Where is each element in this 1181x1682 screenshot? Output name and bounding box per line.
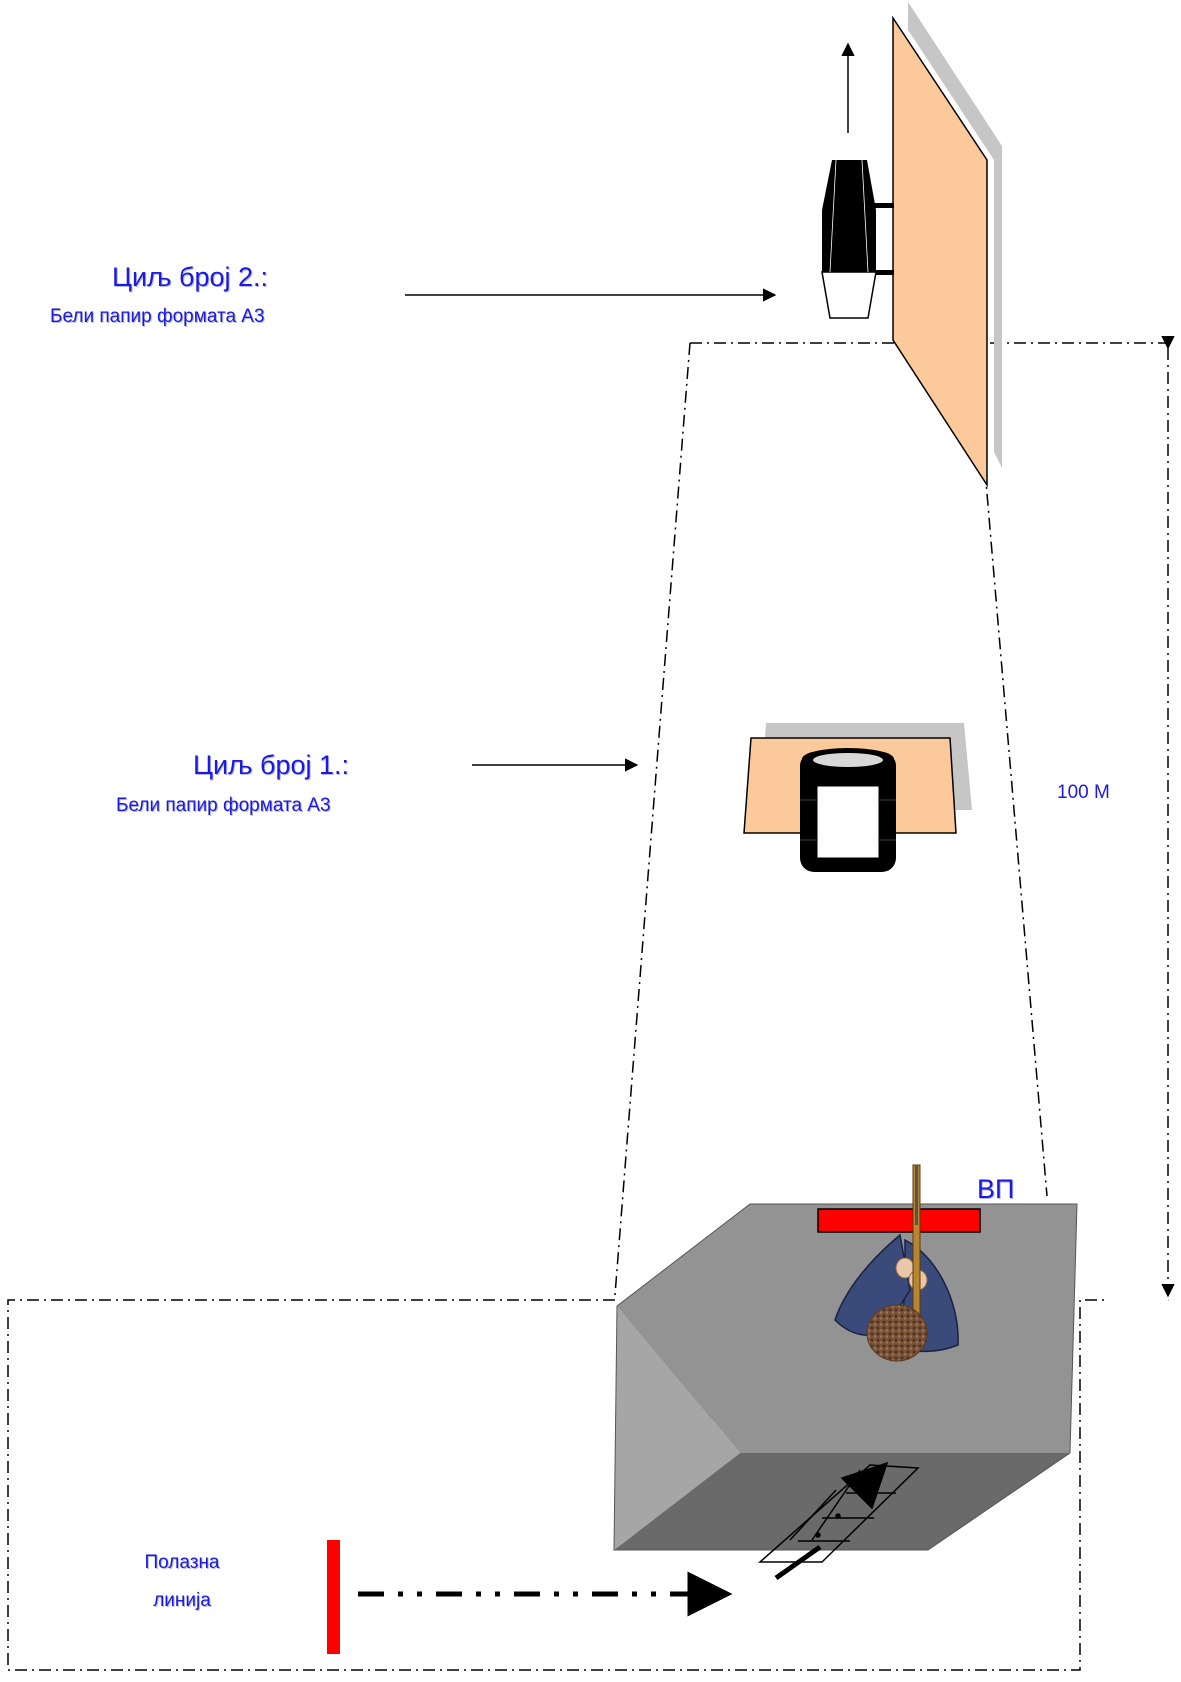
target-1 (743, 723, 972, 872)
target-2-bracket-top (864, 203, 894, 208)
range-boundary (7, 342, 1168, 1671)
start-line-marker (327, 1540, 340, 1654)
target-2-bracket-bottom (864, 270, 894, 275)
target-2-panel-shadow (908, 2, 1002, 468)
shooter-icon (834, 1164, 959, 1362)
target-2-title: Циљ број 2.: (112, 262, 269, 292)
footsteps-icon (758, 1461, 920, 1581)
target-2 (821, 2, 1002, 488)
target-2-subtitle: Бели папир формата А3 (50, 306, 265, 327)
start-line-label-2: линија (153, 1590, 211, 1611)
silhouette-facet-2 (861, 159, 869, 273)
field-right-edge (984, 469, 1048, 1197)
shooter-head (866, 1304, 928, 1362)
firing-position-label: ВП (977, 1174, 1015, 1204)
target-2-panel (892, 15, 988, 488)
range-outer-frame (7, 1299, 1105, 1671)
field-left-edge (614, 342, 691, 1296)
target-1-title: Циљ број 1.: (193, 750, 350, 780)
firing-position-block (613, 1203, 1078, 1551)
target-silhouette-base (821, 271, 877, 319)
target-silhouette-icon (822, 160, 876, 272)
barrel-icon (800, 748, 896, 872)
start-line-label-1: Полазна (144, 1552, 220, 1573)
block-left-face (614, 1306, 740, 1550)
block-outline (613, 1203, 1078, 1551)
firing-line-bar (817, 1208, 981, 1233)
distance-label: 100 М (1057, 782, 1110, 803)
silhouette-facet-1 (829, 159, 837, 273)
target-1-subtitle: Бели папир формата А3 (116, 795, 331, 816)
